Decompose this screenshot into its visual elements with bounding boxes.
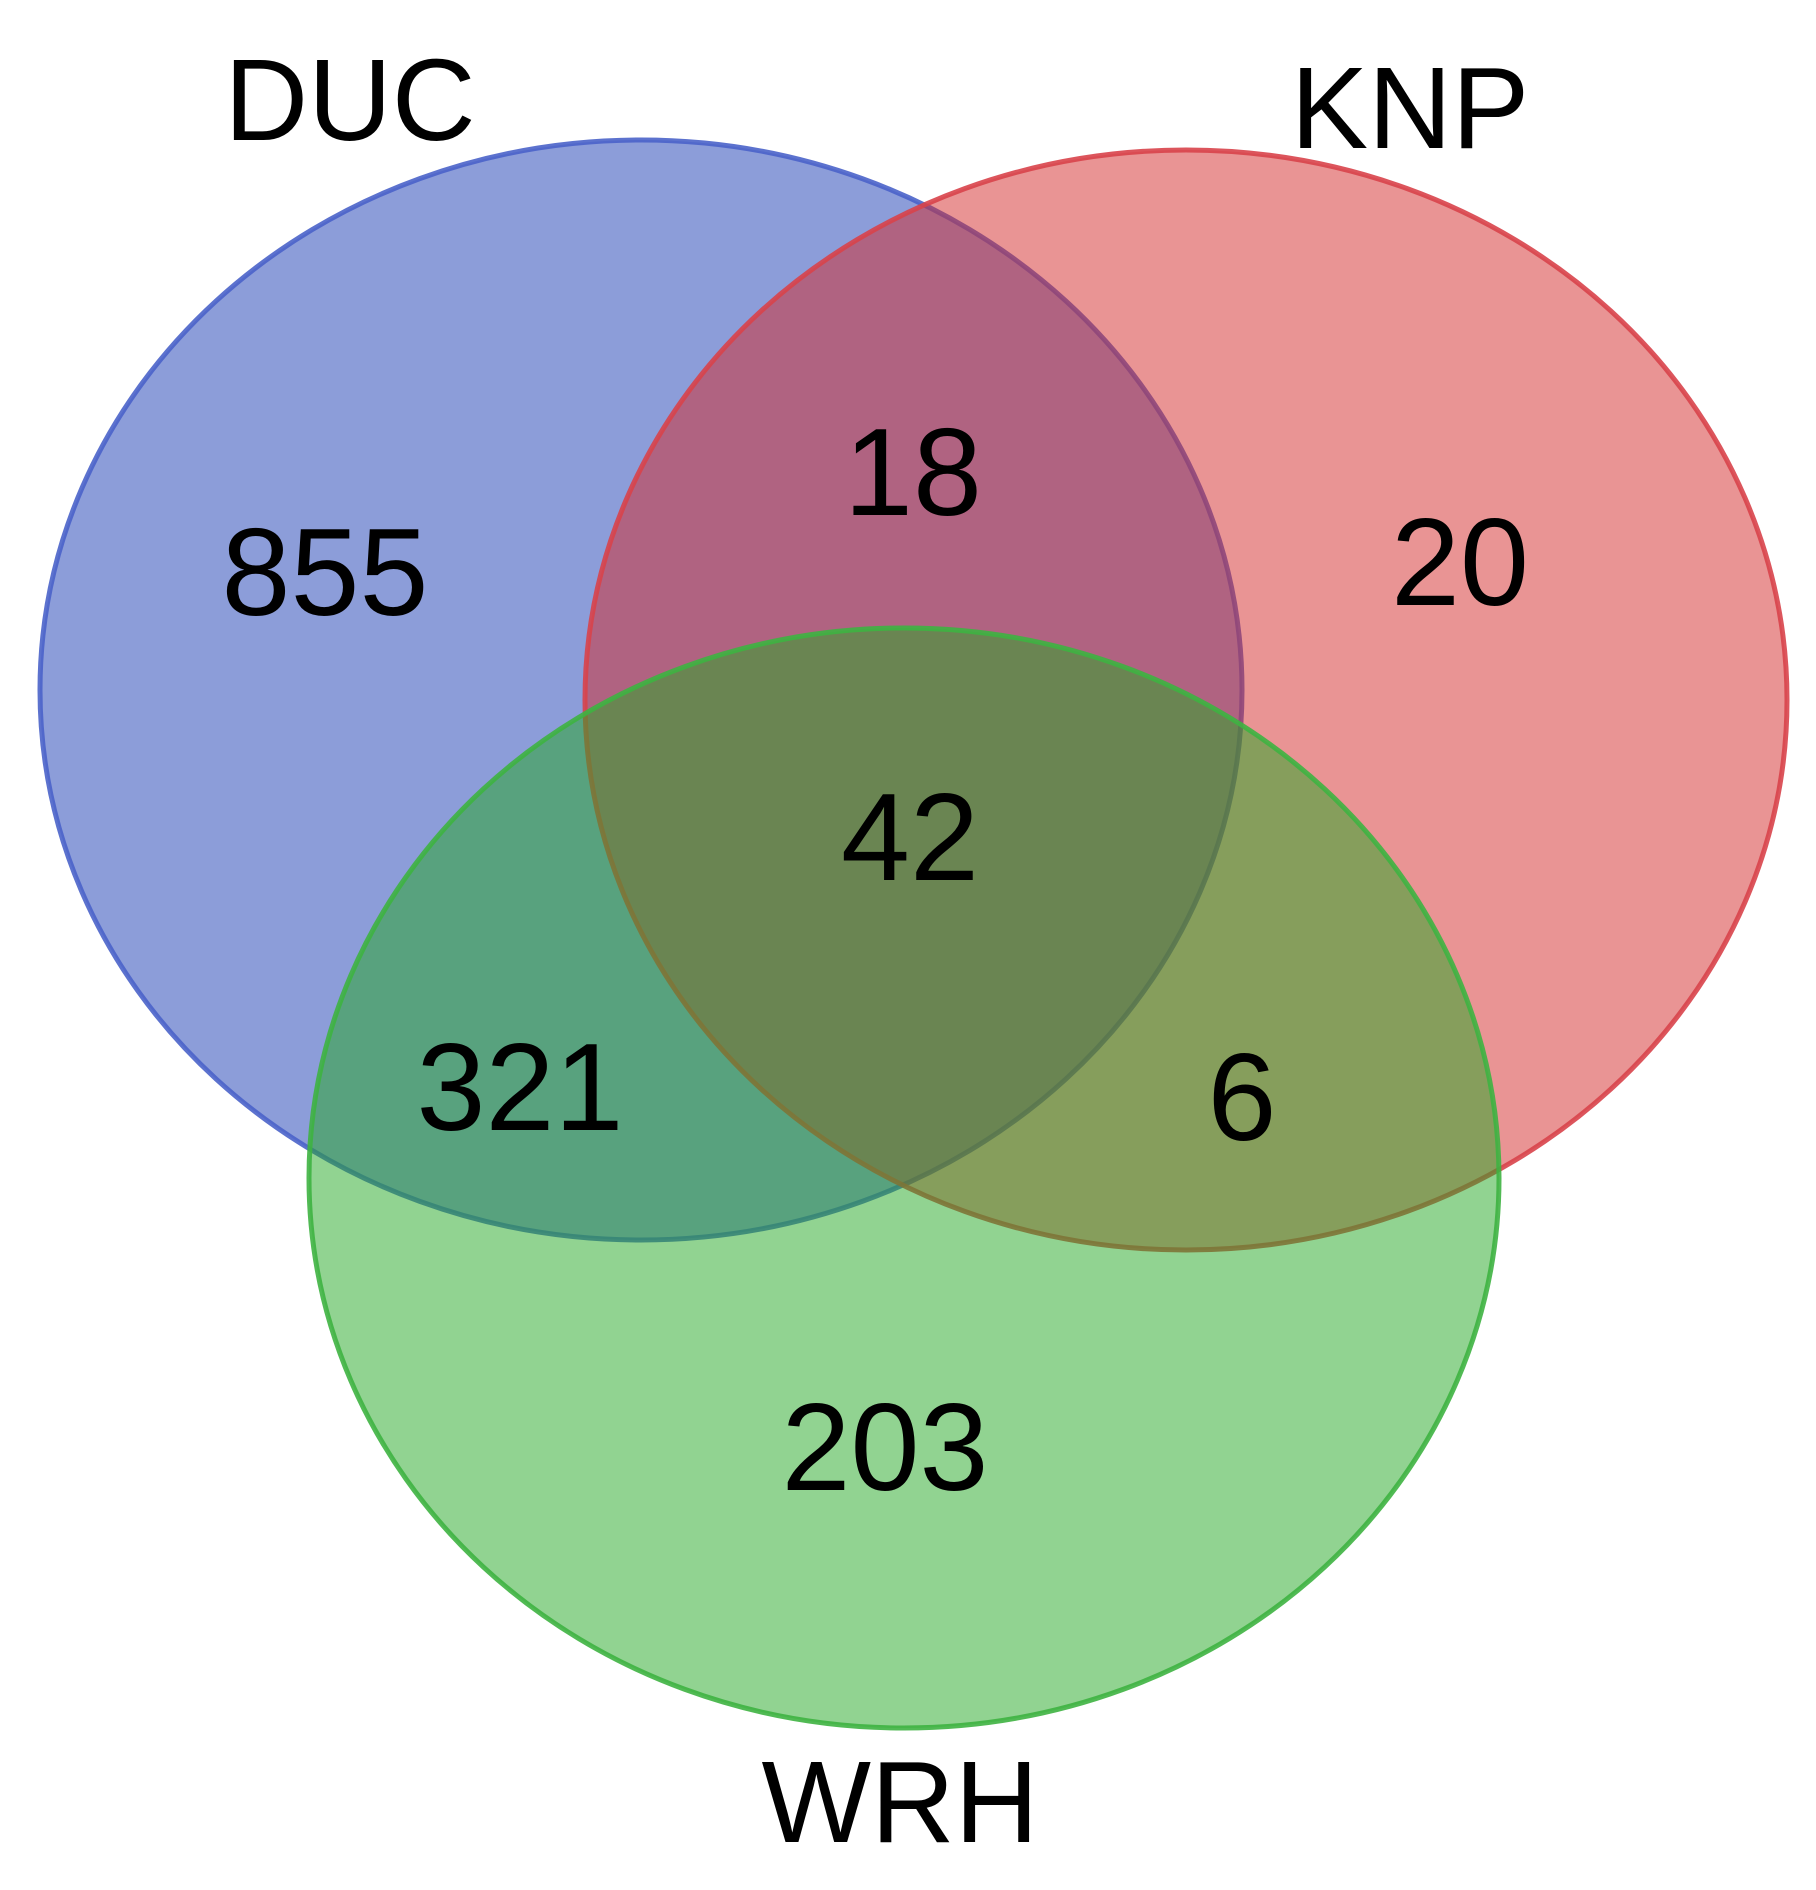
wrh-set-label: WRH	[761, 1737, 1038, 1867]
duc-knp-wrh-count: 42	[841, 769, 979, 907]
wrh-set-circle	[306, 625, 1502, 1731]
knp-wrh-count: 6	[1208, 1029, 1277, 1167]
knp-set-label: KNP	[1291, 43, 1530, 173]
duc-set-label: DUC	[224, 35, 475, 165]
duc-wrh-count: 321	[417, 1019, 624, 1157]
duc-only-count: 855	[222, 504, 429, 642]
wrh-only-count: 203	[782, 1379, 989, 1517]
duc-knp-count: 18	[844, 404, 982, 542]
knp-only-count: 20	[1391, 494, 1529, 632]
